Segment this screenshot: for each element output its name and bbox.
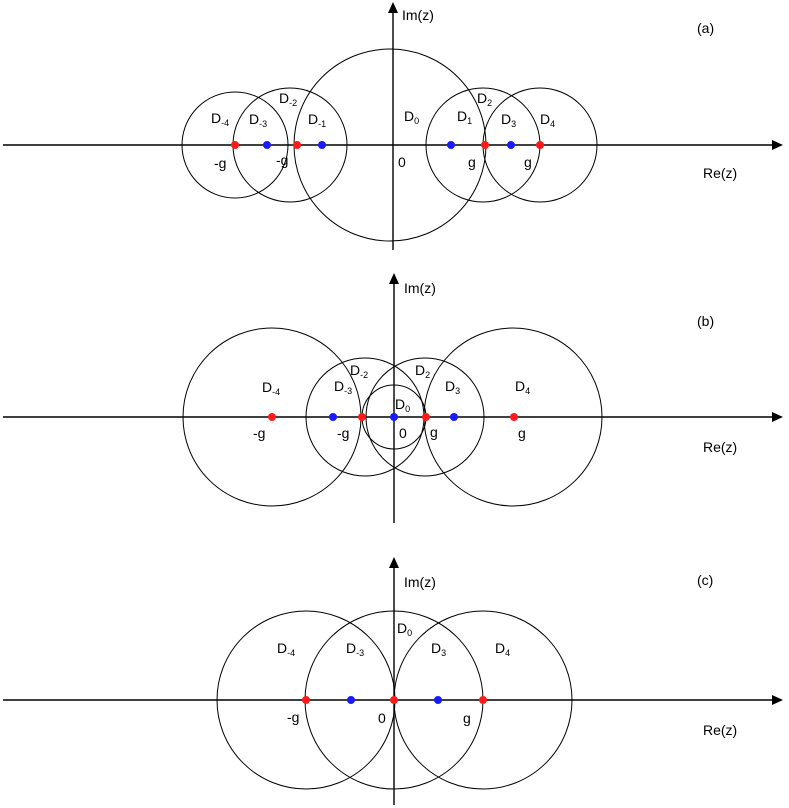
real-axis-arrow [772,140,783,150]
blue-point [318,141,326,149]
red-point [510,413,518,421]
red-point [268,413,276,421]
panel-c: (c) Im(z) Re(z) 0 D0 D-4 D-3 D3 D4 -g g [3,557,783,805]
point-label: g [430,424,438,440]
blue-point [434,696,442,704]
origin-label: 0 [398,154,406,170]
real-axis-arrow [772,695,783,705]
disc-label: D2 [415,362,430,380]
panel-tag: (b) [697,313,714,329]
point-label: -g [276,152,288,168]
disc-label: D-4 [262,379,280,397]
imaginary-axis-label: Im(z) [402,7,434,23]
red-point [481,141,489,149]
blue-point [329,413,337,421]
disc-label: D-1 [308,111,326,129]
blue-point [347,696,355,704]
point-label: g [524,154,532,170]
imaginary-axis-label: Im(z) [404,280,436,296]
red-point [231,141,239,149]
panel-a: (a) Im(z) Re(z) 0 D-4 D-3 D-2 D-1 D0 D1 … [3,2,783,250]
disc-label: D4 [540,111,555,129]
disc-label: D-2 [350,362,368,380]
disc-label: D-4 [277,640,295,658]
point-label: -g [253,425,265,441]
panel-b: (b) Im(z) Re(z) 0 D-4 D-3 D-2 D0 D2 D3 D… [3,273,783,523]
disc-label: D0 [404,108,419,126]
real-axis-arrow [772,412,783,422]
point-label: g [463,710,471,726]
real-axis-label: Re(z) [703,722,737,738]
blue-point [390,413,398,421]
red-point [302,696,310,704]
red-point [358,413,366,421]
imaginary-axis-arrow [389,557,399,568]
point-label: g [518,425,526,441]
real-axis-label: Re(z) [703,439,737,455]
origin-label: 0 [399,425,407,441]
blue-point [263,141,271,149]
disc-label: D-4 [211,110,229,128]
panel-tag: (a) [697,20,714,36]
disc-label: D0 [397,620,412,638]
origin-label: 0 [378,710,386,726]
real-axis-label: Re(z) [703,165,737,181]
disc-label: D3 [445,378,460,396]
disc-label: D3 [501,111,516,129]
disc-label: D0 [395,396,410,414]
blue-point [447,141,455,149]
disc-label: D4 [495,640,510,658]
blue-point [450,413,458,421]
disc-label: D-3 [334,378,352,396]
disc-label: D1 [457,108,472,126]
red-point [479,696,487,704]
red-point [293,141,301,149]
imaginary-axis-label: Im(z) [404,574,436,590]
disc-label: D-2 [279,90,297,108]
blue-point [507,141,515,149]
panel-tag: (c) [697,572,713,588]
imaginary-axis-arrow [389,273,399,284]
imaginary-axis-arrow [388,2,398,13]
disc-label: D4 [515,378,530,396]
point-label: -g [287,709,299,725]
point-label: -g [214,155,226,171]
red-point [422,413,430,421]
disc-label: D2 [477,90,492,108]
disc-label: D-3 [249,111,267,129]
red-point [390,696,398,704]
point-label: g [468,154,476,170]
disc-label: D3 [431,640,446,658]
red-point [536,141,544,149]
point-label: -g [337,425,349,441]
disc-label: D-3 [346,640,364,658]
